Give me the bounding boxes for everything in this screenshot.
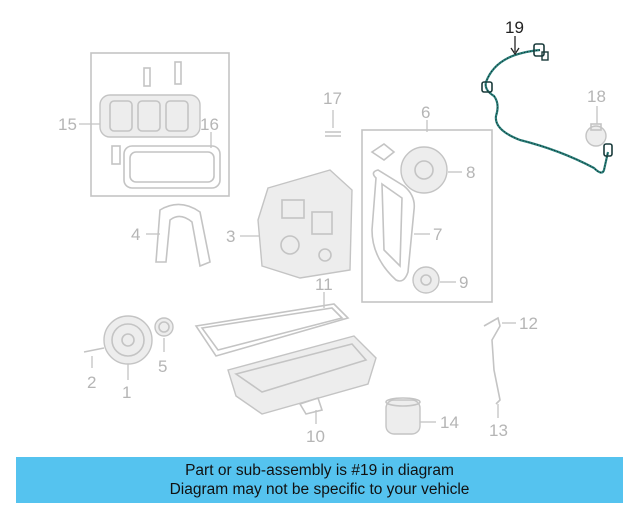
callout-15: 15 (58, 115, 77, 134)
harness-19 (481, 36, 613, 174)
callout-12: 12 (519, 314, 538, 333)
callout-16: 16 (200, 115, 219, 134)
callout-7: 7 (433, 225, 442, 244)
callout-10: 10 (306, 427, 325, 446)
callout-17: 17 (323, 89, 342, 108)
callout-19: 19 (505, 18, 524, 37)
callout-8: 8 (466, 163, 475, 182)
parts-diagram: 1 2 3 4 5 6 7 8 9 10 11 12 13 14 15 16 1… (58, 18, 613, 446)
sensor-18 (585, 123, 607, 147)
valve-cover-group (90, 52, 230, 197)
gasket-4 (155, 203, 211, 268)
oil-filter (385, 397, 421, 435)
callout-1: 1 (122, 383, 131, 402)
callout-11: 11 (315, 275, 333, 294)
front-cover (257, 169, 353, 279)
timing-group (361, 129, 493, 303)
callout-13: 13 (489, 421, 508, 440)
crank-pulley-group (83, 315, 174, 365)
bolt-17 (325, 110, 341, 137)
callout-4: 4 (131, 225, 140, 244)
callout-2: 2 (87, 373, 96, 392)
callout-3: 3 (226, 227, 235, 246)
callout-14: 14 (440, 413, 459, 432)
banner-line-1: Part or sub-assembly is #19 in diagram (185, 462, 454, 479)
callout-6: 6 (421, 103, 430, 122)
info-banner: Part or sub-assembly is #19 in diagram D… (16, 457, 623, 503)
callout-5: 5 (158, 357, 167, 376)
callout-18: 18 (587, 87, 606, 106)
callout-9: 9 (459, 273, 468, 292)
dipstick-group (483, 316, 501, 405)
banner-line-2: Diagram may not be specific to your vehi… (169, 481, 470, 498)
oil-pan-group (194, 303, 377, 415)
